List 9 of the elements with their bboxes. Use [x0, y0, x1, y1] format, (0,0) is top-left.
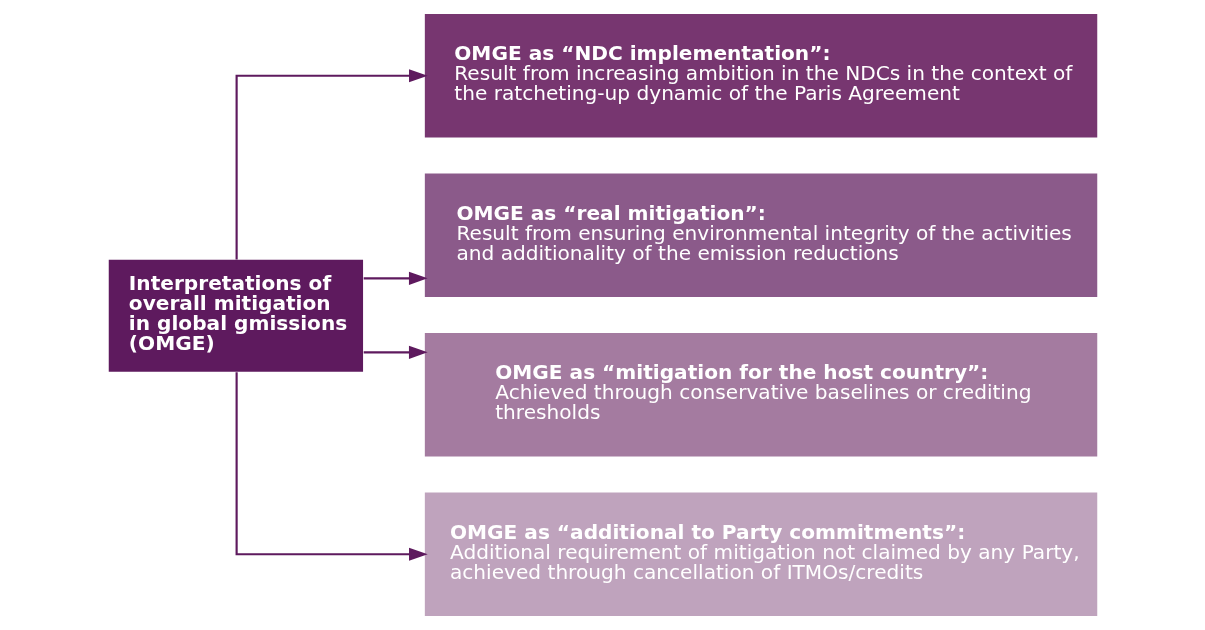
arrow: [363, 271, 428, 285]
node-box: OMGE as “NDC implementation”: Result from increasing ambition in the NDCs in the context of the ratcheting-up dynamic of the Paris Agreement: [424, 14, 1097, 138]
node-box: OMGE as “additional to Party commitments”: Additional requirement of mitigation not claimed by any Party, achieved through cancellation of ITMOs/credits: [424, 492, 1097, 616]
node-box: OMGE as “real mitigation”: Result from ensuring environmental integrity of the activities and additionality of the emission reductions: [424, 173, 1097, 298]
node-box: Interpretations of overall mitigation in global gmissions (OMGE): [108, 259, 363, 372]
arrow: [235, 69, 428, 260]
arrow: [235, 372, 428, 561]
arrow: [363, 345, 428, 359]
node-box: OMGE as “mitigation for the host country”: Achieved through conservative baselines or crediting thresholds: [424, 332, 1097, 457]
